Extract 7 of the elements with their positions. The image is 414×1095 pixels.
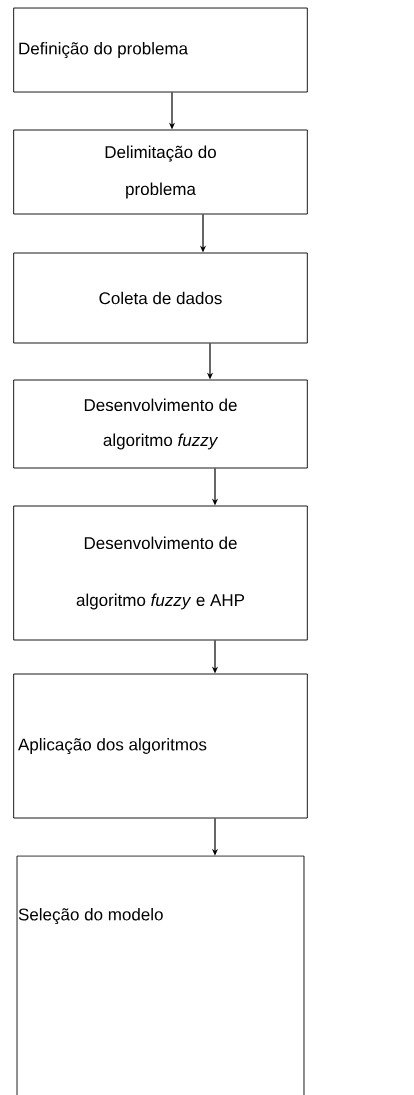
process-box: Desenvolvimento de algoritmo fuzzy: [13, 379, 308, 469]
process-box: Definição do problema: [13, 7, 308, 93]
process-box: Aplicação dos algoritmos: [13, 673, 308, 819]
process-box: Seleção do modelo: [16, 855, 305, 1095]
process-box: Delimitação do problema: [13, 129, 308, 215]
process-box: Coleta de dados: [13, 252, 308, 344]
process-box: Desenvolvimento de algoritmo fuzzy e AHP: [13, 505, 308, 641]
